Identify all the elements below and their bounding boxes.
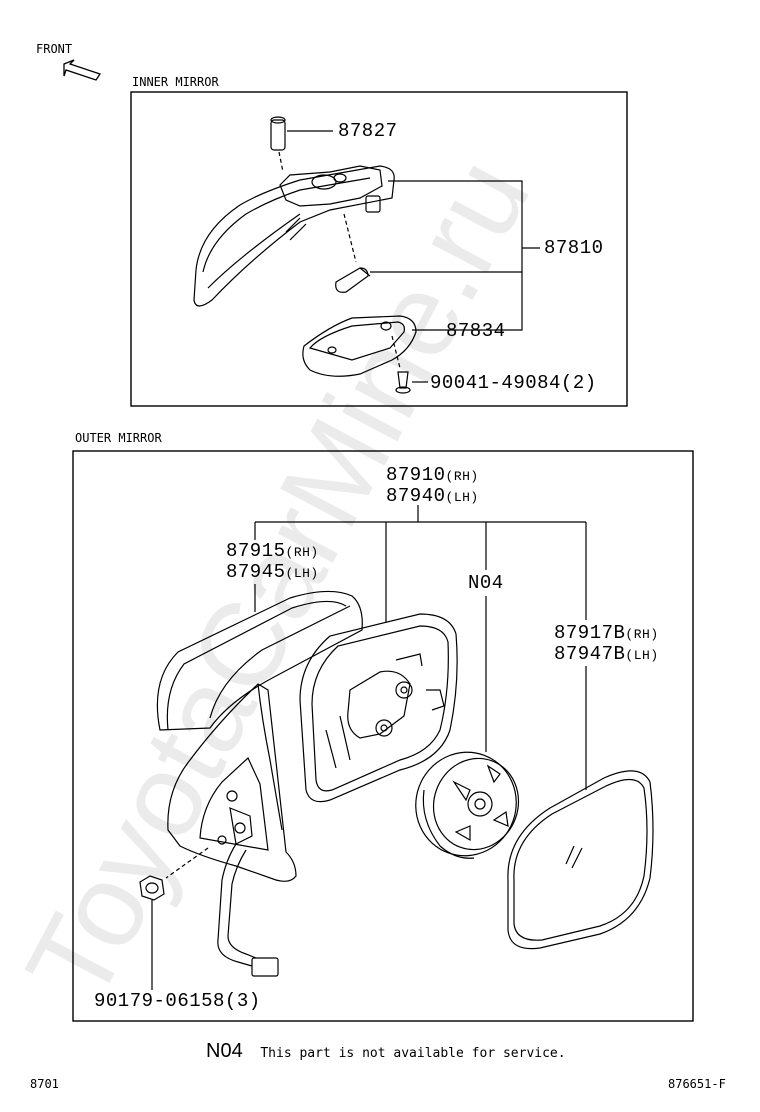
part-87917b-drawing: [507, 770, 654, 950]
part-87827-drawing: [270, 116, 286, 173]
inner-mirror-title: INNER MIRROR: [132, 75, 219, 89]
label-90179-06158: 90179-06158(3): [94, 990, 261, 1012]
label-87910: 87910(RH): [386, 464, 479, 486]
housing-drawing: [299, 613, 458, 803]
label-87917b: 87917B(RH): [554, 622, 659, 644]
outer-mirror-title: OUTER MIRROR: [75, 431, 162, 445]
leader-87810: [370, 180, 523, 273]
part-87834-drawing: [302, 315, 417, 377]
leader-87834: [412, 272, 523, 331]
front-label: FRONT: [36, 42, 73, 56]
label-87834: 87834: [446, 320, 506, 342]
footnote-text: This part is not available for service.: [260, 1046, 566, 1061]
nut-drawing: [139, 875, 165, 901]
label-87940: 87940(LH): [386, 485, 479, 507]
base-bracket-drawing: [165, 683, 297, 977]
label-87810: 87810: [544, 237, 604, 259]
label-87827: 87827: [338, 120, 398, 142]
label-87947b: 87947B(LH): [554, 643, 659, 665]
bulb-drawing: [335, 267, 371, 293]
part-n04-drawing: [415, 751, 520, 859]
part-87810-drawing: [193, 165, 395, 307]
front-arrow-icon: [63, 59, 102, 81]
footnote-code: N04: [206, 1040, 243, 1062]
footnote: N04 This part is not available for servi…: [206, 1040, 566, 1063]
label-87915: 87915(RH): [226, 540, 319, 562]
label-90041-49084: 90041-49084(2): [430, 372, 597, 394]
label-87945: 87945(LH): [226, 561, 319, 583]
footer-right: 876651-F: [668, 1077, 726, 1091]
label-n04: N04: [468, 572, 504, 594]
outer-mirror-frame: [72, 450, 694, 1022]
footer-left: 8701: [30, 1077, 59, 1091]
inner-mirror-frame: [130, 91, 628, 407]
screw-drawing: [395, 371, 411, 394]
part-87915-drawing: [156, 590, 363, 731]
